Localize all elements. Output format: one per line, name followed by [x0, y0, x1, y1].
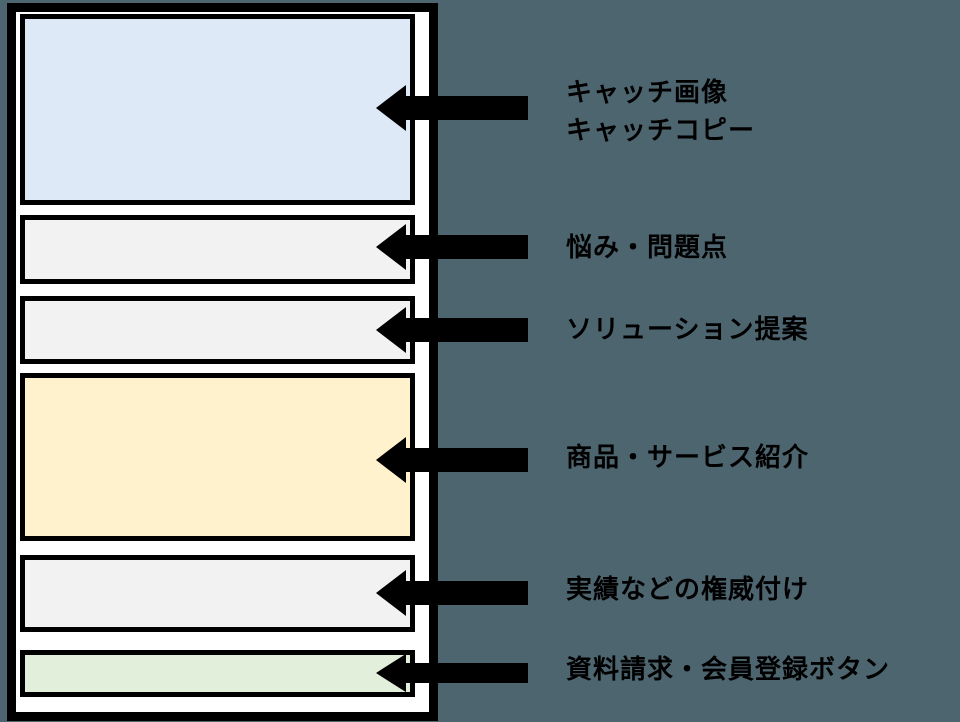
left-arrow-icon	[376, 307, 528, 353]
section-box-problems	[20, 215, 415, 284]
section-box-solution	[20, 296, 415, 364]
section-label-problems: 悩み・問題点	[566, 233, 729, 263]
left-arrow-icon	[376, 437, 528, 483]
left-arrow-icon	[376, 224, 528, 270]
section-label-authority: 実績などの権威付け	[566, 575, 810, 605]
section-box-cta-button	[20, 650, 415, 697]
section-box-product-intro	[20, 373, 415, 541]
section-box-catch-hero	[20, 14, 415, 205]
left-arrow-icon	[376, 653, 528, 693]
section-label-catch-hero: キャッチ画像 キャッチコピー	[566, 78, 756, 146]
section-label-cta-button: 資料請求・会員登録ボタン	[566, 655, 891, 685]
left-arrow-icon	[376, 570, 528, 616]
left-arrow-icon	[376, 85, 528, 131]
left-arrow-shape	[376, 437, 528, 483]
left-arrow-shape	[376, 570, 528, 616]
left-arrow-shape	[376, 307, 528, 353]
left-arrow-shape	[376, 85, 528, 131]
section-label-product-intro: 商品・サービス紹介	[566, 443, 810, 473]
section-label-solution: ソリューション提案	[566, 315, 809, 345]
section-box-authority	[20, 555, 415, 632]
left-arrow-shape	[376, 224, 528, 270]
left-arrow-shape	[376, 653, 528, 693]
